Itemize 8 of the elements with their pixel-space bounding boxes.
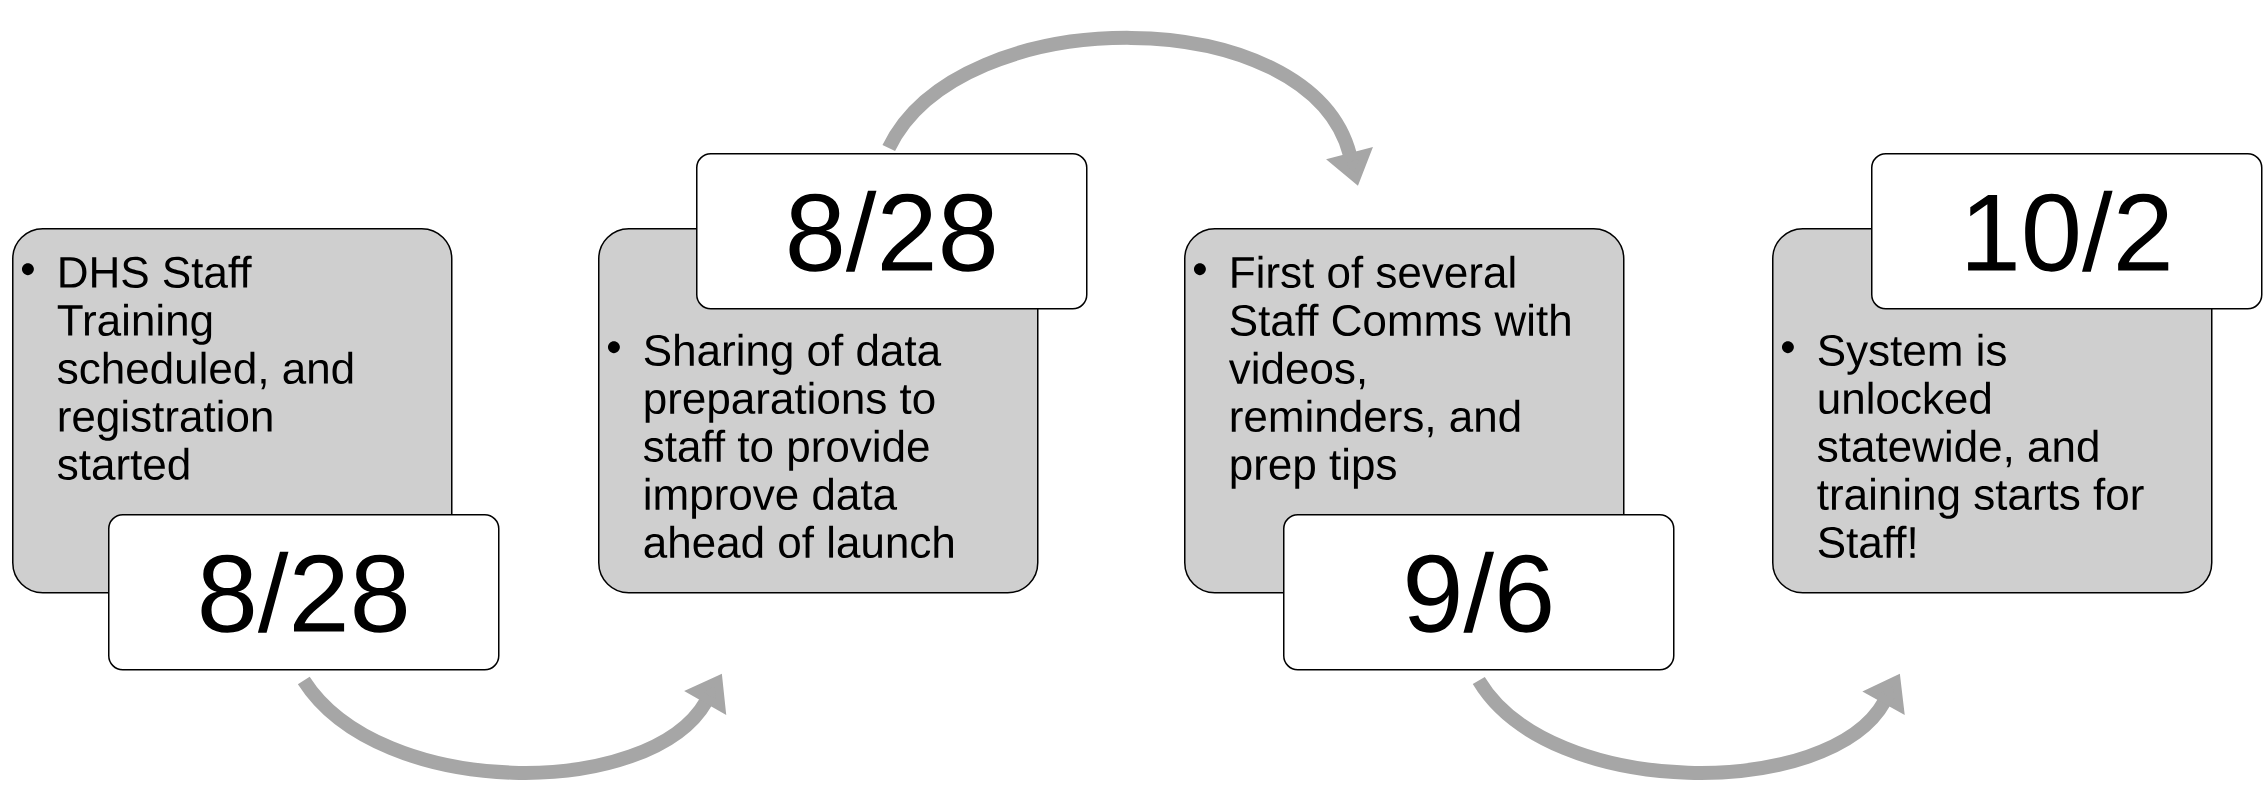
bullet: • bbox=[607, 341, 620, 354]
date-box: 8/28 bbox=[108, 514, 500, 671]
date-box: 9/6 bbox=[1283, 514, 1675, 671]
date-box: 8/28 bbox=[696, 153, 1088, 310]
date-box: 10/2 bbox=[1871, 153, 2263, 310]
bullet: • bbox=[21, 263, 34, 276]
bullet: • bbox=[1781, 341, 1794, 354]
bullet: • bbox=[1193, 263, 1206, 276]
